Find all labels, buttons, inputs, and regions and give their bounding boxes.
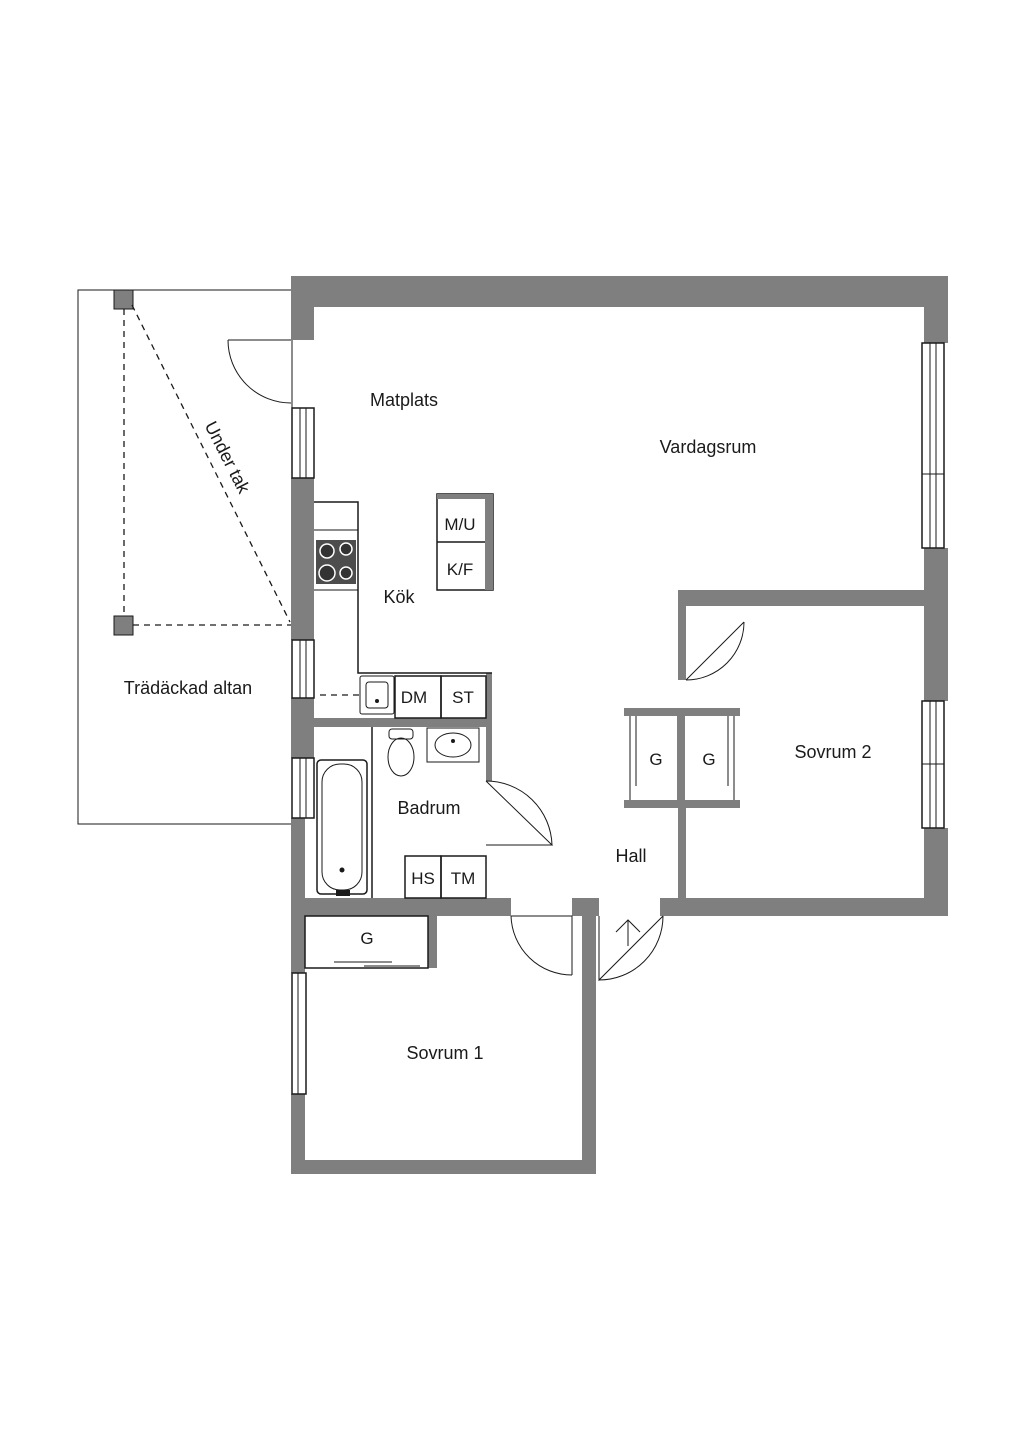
room-label-sovrum1: Sovrum 1 [406, 1043, 483, 1063]
fixture-label-mu: M/U [444, 515, 475, 534]
room-label-badrum: Badrum [397, 798, 460, 818]
fixture-label-dm: DM [401, 688, 427, 707]
bedroom1-wardrobe [304, 915, 429, 969]
room-label-hall: Hall [615, 846, 646, 866]
room-label-altan: Trädäckad altan [124, 678, 252, 698]
door-terrace [227, 339, 292, 404]
fixture-label-kf: K/F [447, 560, 473, 579]
kitchen-fixtures [314, 493, 494, 719]
kitchen-sink-icon [359, 675, 395, 715]
stove-icon [316, 540, 356, 584]
door-sovrum2 [685, 621, 745, 681]
window-left-badrum [291, 757, 315, 819]
labels: Matplats Vardagsrum Kök Sovrum 2 Badrum … [124, 390, 872, 1063]
washbasin-icon [426, 727, 480, 763]
terrace [77, 289, 293, 825]
hall-wardrobes [629, 716, 735, 800]
room-label-vardagsrum: Vardagsrum [660, 437, 757, 457]
doors [227, 339, 745, 982]
windows [291, 342, 945, 1095]
window-left-matplats [291, 407, 315, 479]
window-left-sovrum1 [291, 972, 307, 1095]
walls [291, 276, 948, 1174]
fixture-label-tm: TM [451, 869, 476, 888]
wardrobe-label-hall-right: G [702, 750, 715, 769]
room-label-sovrum2: Sovrum 2 [794, 742, 871, 762]
room-label-kok: Kök [383, 587, 415, 607]
wardrobe-label-hall-left: G [649, 750, 662, 769]
entrance-arrow-icon [615, 919, 641, 946]
fixture-label-hs: HS [411, 869, 435, 888]
bathtub-icon [316, 759, 368, 896]
bathroom-fixtures [316, 727, 487, 899]
toilet-icon [387, 728, 415, 777]
window-left-kok [291, 639, 315, 699]
fixture-label-st: ST [452, 688, 474, 707]
door-badrum [485, 780, 554, 846]
door-sovrum1 [510, 915, 573, 976]
fridge-unit [436, 493, 494, 591]
window-right-sovrum2 [921, 700, 945, 829]
door-entrance [598, 915, 664, 982]
room-label-matplats: Matplats [370, 390, 438, 410]
window-right-vardagsrum [921, 342, 945, 549]
wardrobe-label-bedroom1: G [360, 929, 373, 948]
